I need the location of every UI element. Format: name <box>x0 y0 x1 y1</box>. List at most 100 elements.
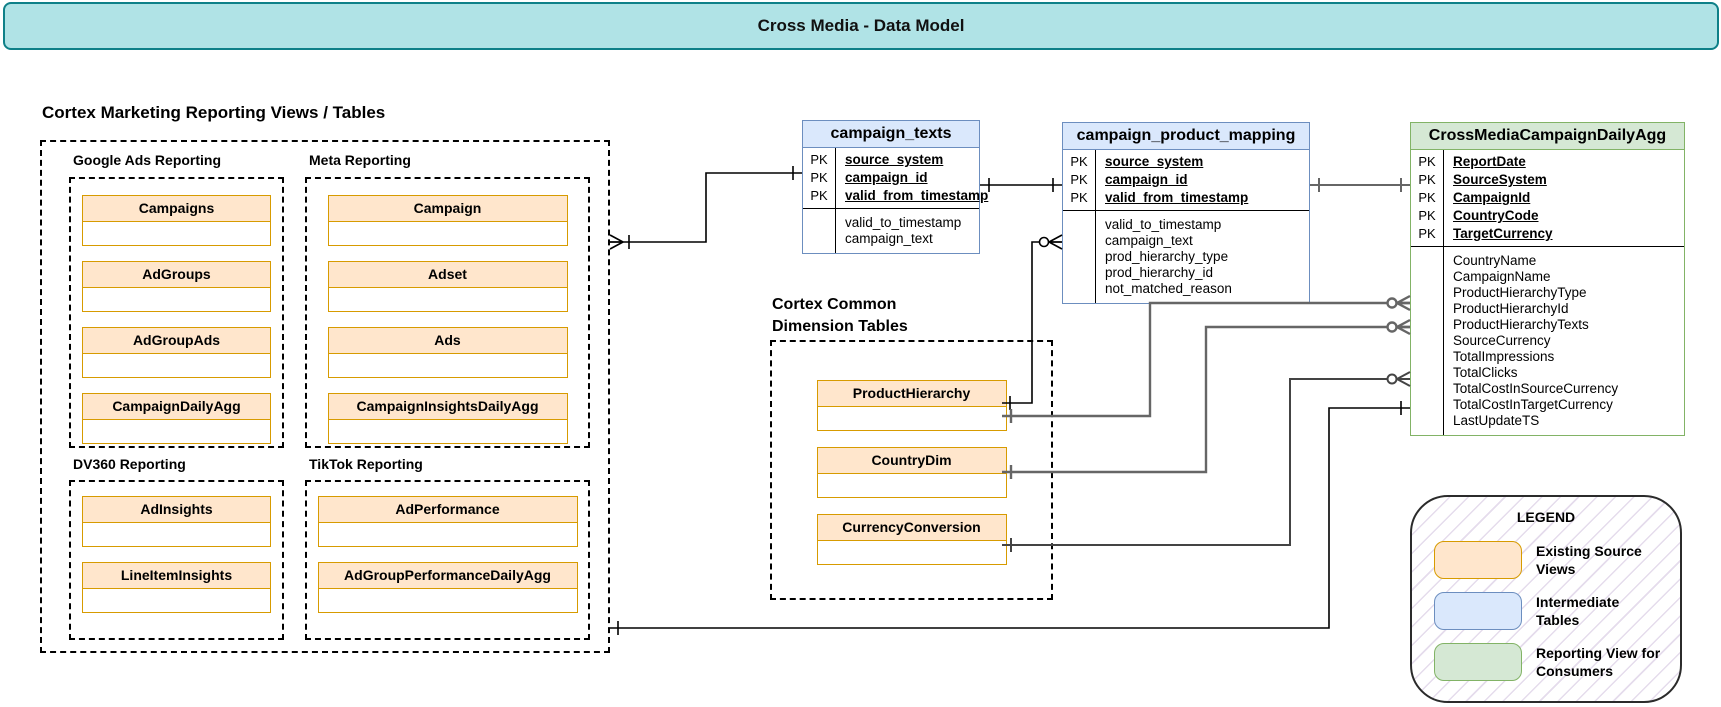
entity-field: prod_hierarchy_type <box>1105 249 1229 264</box>
pk-field: SourceSystem <box>1453 172 1547 187</box>
entity-title: CrossMediaCampaignDailyAgg <box>1411 123 1684 150</box>
pk-label-column: PK PK PK <box>803 148 836 208</box>
table-body <box>83 222 270 245</box>
table-header: CampaignDailyAgg <box>83 394 270 420</box>
pk-label: PK <box>810 188 828 203</box>
table-body <box>328 288 567 311</box>
table-header: AdInsights <box>83 497 270 523</box>
pk-label: PK <box>1418 154 1436 169</box>
pk-field: source_system <box>1105 154 1204 169</box>
connector-campaign-texts-product-mapping <box>980 178 1062 192</box>
entity-title: campaign_product_mapping <box>1063 123 1309 150</box>
group-label-meta: Meta Reporting <box>309 152 411 168</box>
connector-currencyconversion-crossmedia <box>1002 371 1411 552</box>
table-header: AdPerformance <box>318 497 577 523</box>
entity-field: TotalClicks <box>1453 365 1518 380</box>
table-body <box>817 541 1006 564</box>
table-header: CountryDim <box>817 448 1006 474</box>
marketing-section-box <box>40 140 610 653</box>
entity-field: not_matched_reason <box>1105 281 1232 296</box>
table-adinsights: AdInsights <box>82 496 271 547</box>
pk-field: campaign_id <box>1105 172 1188 187</box>
table-campaign: Campaign <box>327 195 568 246</box>
table-body <box>328 354 567 377</box>
title-banner: Cross Media - Data Model <box>3 2 1719 50</box>
pk-label: PK <box>810 170 828 185</box>
entity-pk-section: PK PK PK source_system campaign_id valid_from… <box>803 148 988 209</box>
entity-field: CountryName <box>1453 253 1537 268</box>
entity-field: LastUpdateTS <box>1453 413 1540 428</box>
connector-producthierarchy-crossmedia <box>1002 294 1411 423</box>
table-adgroupperformancedailyagg: AdGroupPerformanceDailyAgg <box>317 562 578 613</box>
table-header: Ads <box>328 328 567 354</box>
pk-field: ReportDate <box>1453 154 1526 169</box>
group-label-tiktok: TikTok Reporting <box>309 456 423 472</box>
table-body <box>318 523 577 546</box>
pk-label: PK <box>810 152 828 167</box>
table-body <box>817 407 1006 430</box>
dimension-title-line2: Dimension Tables <box>772 318 908 335</box>
pk-field: valid_from_timestamp <box>1105 190 1249 205</box>
entity-field: ProductHierarchyId <box>1453 301 1569 316</box>
pk-label: PK <box>1418 208 1436 223</box>
table-body <box>318 589 577 612</box>
entity-field: campaign_text <box>845 231 933 246</box>
table-header: Campaign <box>328 196 567 222</box>
legend-item: Reporting View for Consumers <box>1434 643 1666 681</box>
group-label-dv360: DV360 Reporting <box>73 456 186 472</box>
pk-label: PK <box>1070 154 1088 169</box>
table-body <box>83 420 270 443</box>
crowfoot-icon <box>609 234 630 250</box>
zero-or-many-crowfoot-icon <box>1386 294 1411 312</box>
pk-field: valid_from_timestamp <box>845 188 989 203</box>
table-header: AdGroups <box>83 262 270 288</box>
table-header: ProductHierarchy <box>817 381 1006 407</box>
table-currencyconversion: CurrencyConversion <box>816 514 1007 565</box>
group-label-google-ads: Google Ads Reporting <box>73 152 222 168</box>
legend-item: Existing Source Views <box>1434 541 1666 579</box>
legend-label: Intermediate Tables <box>1536 594 1620 628</box>
entity-field: ProductHierarchyTexts <box>1453 317 1589 332</box>
zero-or-many-crowfoot-icon <box>1038 234 1063 250</box>
table-campaigninsightsdailyagg: CampaignInsightsDailyAgg <box>327 393 568 444</box>
entity-field: ProductHierarchyType <box>1453 285 1587 300</box>
table-header: AdGroupAds <box>83 328 270 354</box>
entity-field: valid_to_timestamp <box>1105 217 1222 232</box>
banner-title: Cross Media - Data Model <box>757 16 965 35</box>
legend-swatch <box>1434 643 1522 681</box>
pk-label: PK <box>1070 190 1088 205</box>
entity-field: campaign_text <box>1105 233 1193 248</box>
entity-field: TotalCostInTargetCurrency <box>1453 397 1613 412</box>
table-body <box>328 222 567 245</box>
entity-field: SourceCurrency <box>1453 333 1551 348</box>
entity-field: TotalImpressions <box>1453 349 1555 364</box>
pk-field: campaign_id <box>845 170 928 185</box>
table-campaigndailyagg: CampaignDailyAgg <box>82 393 271 444</box>
pk-field: source_system <box>845 152 944 167</box>
entity-field: valid_to_timestamp <box>845 215 962 230</box>
pk-label: PK <box>1418 190 1436 205</box>
pk-field: TargetCurrency <box>1453 226 1553 241</box>
pk-field: CampaignId <box>1453 190 1531 205</box>
pk-label: PK <box>1418 226 1436 241</box>
table-lineiteminsights: LineItemInsights <box>82 562 271 613</box>
